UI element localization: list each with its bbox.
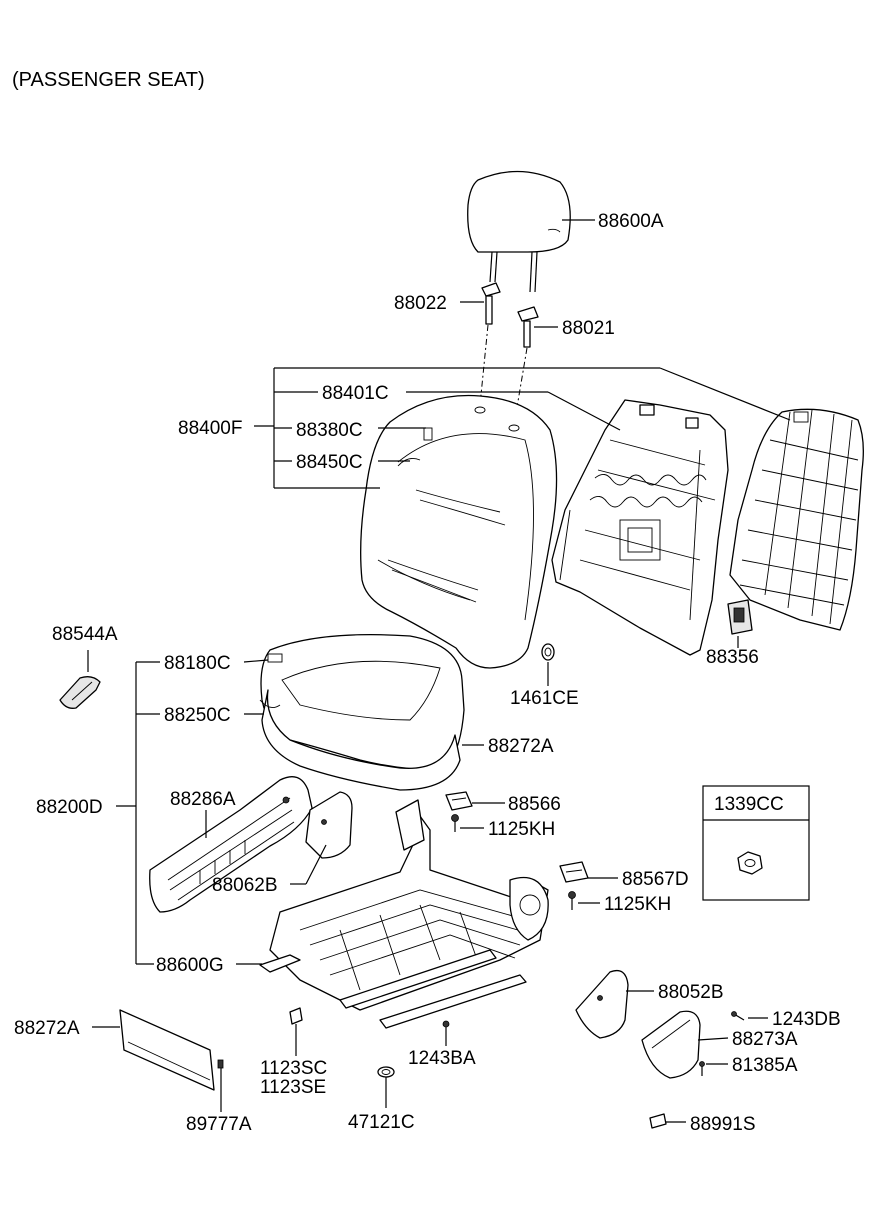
cover-88062B-drawing: [305, 791, 353, 859]
seatback-frame-drawing: [551, 399, 729, 656]
cover-88052B-drawing: [575, 969, 629, 1039]
label-88273A: 88273A: [732, 1029, 798, 1050]
switch-88356-drawing: [727, 599, 753, 635]
label-81385A: 81385A: [732, 1055, 798, 1076]
label-88052B: 88052B: [658, 982, 724, 1003]
label-47121C: 47121C: [348, 1112, 415, 1133]
grommet-1461CE-drawing: [541, 643, 555, 661]
label-1125KH-2: 1125KH: [604, 894, 671, 915]
side-shield-88286A-drawing: [149, 776, 313, 913]
label-88600G: 88600G: [156, 955, 224, 976]
diagram-title: (PASSENGER SEAT): [12, 69, 205, 91]
label-88991S: 88991S: [690, 1114, 756, 1135]
label-1243DB: 1243DB: [772, 1009, 841, 1030]
leader-lines: [92, 219, 791, 1123]
label-88021: 88021: [562, 318, 615, 339]
bolt-1243BA-drawing: [442, 1020, 450, 1036]
label-89777A: 89777A: [186, 1114, 252, 1135]
label-1123SE: 1123SE: [260, 1077, 326, 1098]
label-88356: 88356: [706, 647, 759, 668]
label-88180C: 88180C: [164, 653, 231, 674]
seat-frame-88600G-drawing: [259, 799, 549, 1029]
label-88567D: 88567D: [622, 869, 689, 890]
cover-88273A-drawing: [641, 1010, 701, 1079]
label-88380C: 88380C: [296, 420, 363, 441]
label-88272A-cushion: 88272A: [488, 736, 554, 757]
strip-88272A-drawing: [119, 1009, 215, 1091]
label-1461CE: 1461CE: [510, 688, 579, 709]
label-88200D: 88200D: [36, 797, 103, 818]
headrest-drawing: [467, 170, 571, 293]
label-88286A: 88286A: [170, 789, 236, 810]
label-88566: 88566: [508, 794, 561, 815]
clip-89777A-drawing: [217, 1059, 224, 1069]
label-88544A: 88544A: [52, 624, 118, 645]
seatback-board-drawing: [729, 408, 864, 631]
knob-88544A-drawing: [59, 650, 101, 709]
screw-1243DB-drawing: [731, 1011, 745, 1021]
screw-81385A-drawing: [699, 1061, 705, 1076]
bolt-1125KH-2-drawing: [568, 891, 576, 910]
nut-1339CC-box: [702, 785, 810, 901]
label-1339CC: 1339CC: [714, 794, 784, 815]
headrest-guide-left: [481, 282, 501, 325]
cap-88567D-drawing: [559, 861, 589, 883]
part-labels: 88600A 88022 88021 88401C 88400F 88380C …: [14, 211, 841, 1135]
plug-47121C-drawing: [377, 1066, 395, 1078]
label-88600A: 88600A: [598, 211, 664, 232]
headrest-guide-right: [517, 306, 539, 348]
clip-88991S-drawing: [649, 1113, 667, 1129]
label-88250C: 88250C: [164, 705, 231, 726]
cap-88566-drawing: [445, 791, 473, 811]
label-88062B: 88062B: [212, 875, 278, 896]
label-88022: 88022: [394, 293, 447, 314]
label-88450C: 88450C: [296, 452, 363, 473]
label-88272A-strip: 88272A: [14, 1018, 80, 1039]
bolt-1125KH-1-drawing: [451, 814, 459, 832]
label-1123SC: 1123SC: [260, 1058, 327, 1079]
label-88401C: 88401C: [322, 383, 389, 404]
bolt-1123SC-drawing: [289, 1007, 303, 1034]
label-1125KH-1: 1125KH: [488, 819, 555, 840]
label-88400F: 88400F: [178, 418, 242, 439]
seat-cushion-drawing: [259, 633, 465, 791]
label-1243BA: 1243BA: [408, 1048, 476, 1069]
seatback-cover-drawing: [360, 394, 558, 669]
